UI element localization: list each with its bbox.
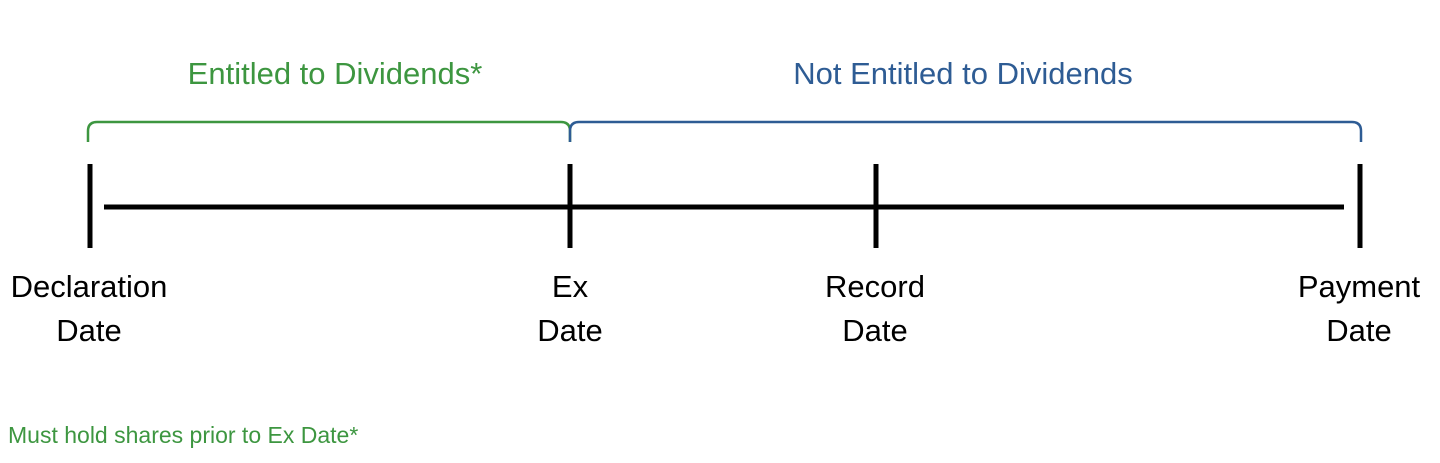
payment-date-label: Payment Date (1298, 265, 1420, 353)
record-date-line2: Date (842, 313, 908, 348)
ex-date-line2: Date (537, 313, 603, 348)
payment-date-line2: Date (1326, 313, 1392, 348)
ex-date-label: Ex Date (537, 265, 602, 353)
record-date-line1: Record (825, 269, 925, 304)
not-entitled-label: Not Entitled to Dividends (793, 56, 1133, 91)
payment-date-line1: Payment (1297, 269, 1421, 304)
record-date-label: Record Date (825, 265, 925, 353)
entitled-bracket (86, 120, 572, 142)
declaration-date-line1: Declaration (10, 269, 168, 304)
ex-date-line1: Ex (551, 269, 589, 304)
not-entitled-bracket (568, 120, 1363, 142)
declaration-date-label: Declaration Date (11, 265, 168, 353)
declaration-date-line2: Date (56, 313, 122, 348)
entitled-label: Entitled to Dividends* (187, 56, 483, 91)
footnote: Must hold shares prior to Ex Date* (8, 422, 359, 448)
